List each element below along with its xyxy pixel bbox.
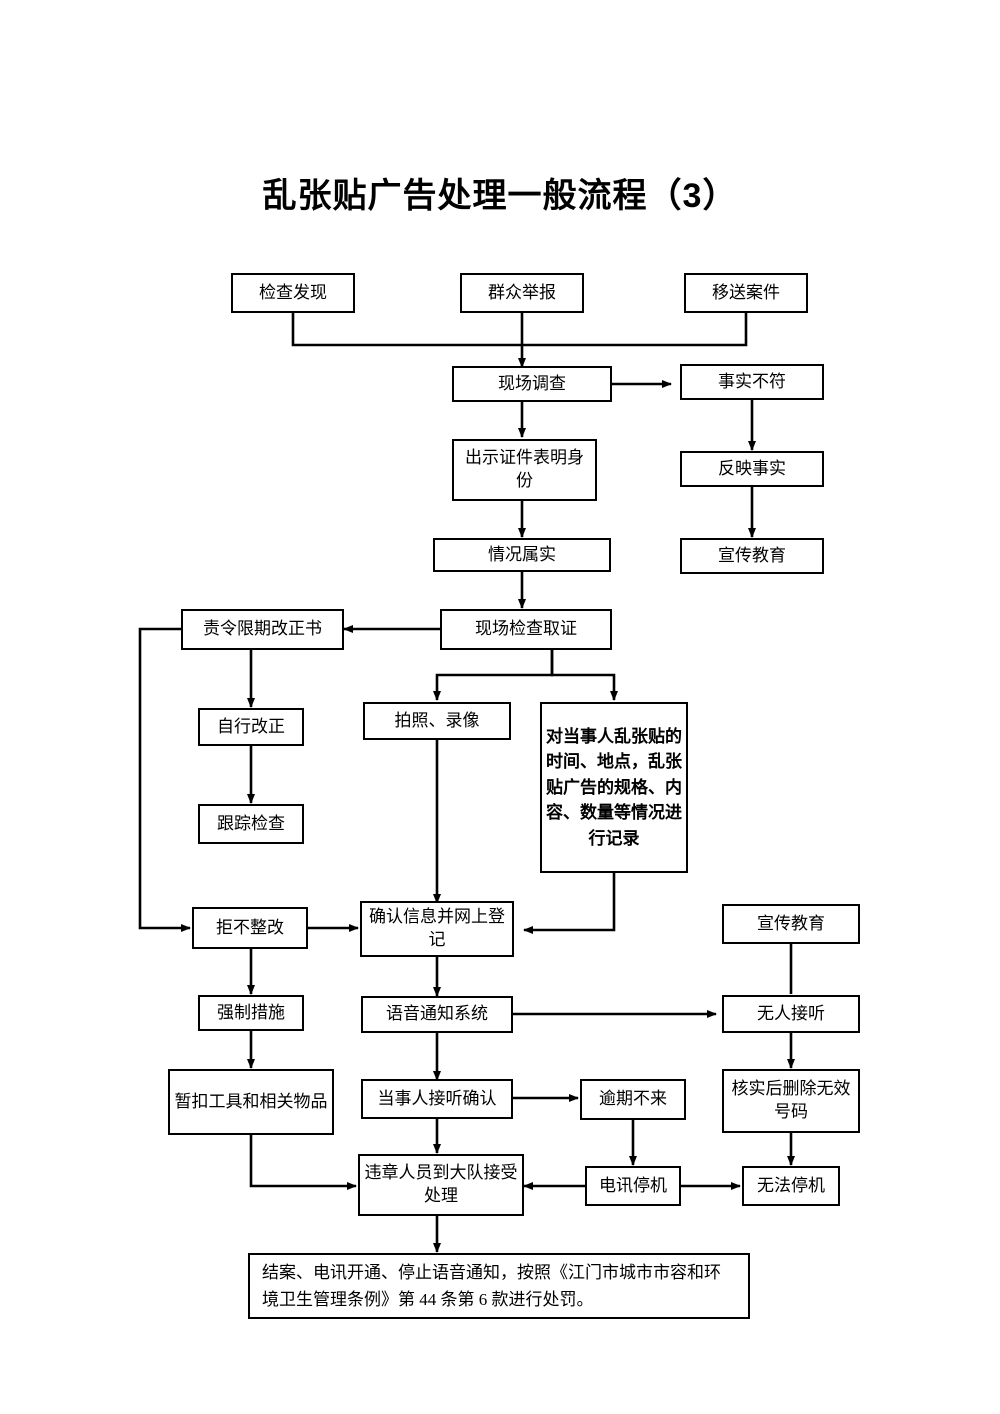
- node-show-credentials[interactable]: 出示证件表明身份: [452, 439, 597, 501]
- node-case-closed[interactable]: 结案、电讯开通、停止语音通知，按照《江门市城市市容和环境卫生管理条例》第 44 …: [248, 1253, 750, 1319]
- node-telecom-suspend[interactable]: 电讯停机: [585, 1166, 681, 1206]
- node-inspection-found[interactable]: 检查发现: [231, 273, 355, 313]
- node-follow-up-check[interactable]: 跟踪检查: [198, 804, 304, 844]
- node-site-investigation[interactable]: 现场调查: [452, 366, 612, 402]
- node-public-report[interactable]: 群众举报: [460, 273, 584, 313]
- node-refuse-correction[interactable]: 拒不整改: [192, 907, 308, 949]
- node-publicity-education-right[interactable]: 宣传教育: [722, 904, 860, 944]
- node-facts-not-match[interactable]: 事实不符: [680, 364, 824, 400]
- node-site-evidence[interactable]: 现场检查取证: [440, 609, 612, 650]
- node-self-correction[interactable]: 自行改正: [198, 708, 304, 746]
- node-publicity-education-top[interactable]: 宣传教育: [680, 538, 824, 574]
- node-overdue-absent[interactable]: 逾期不来: [580, 1079, 686, 1120]
- node-photo-video[interactable]: 拍照、录像: [363, 702, 511, 740]
- page-title: 乱张贴广告处理一般流程（3）: [262, 177, 738, 215]
- node-party-answered[interactable]: 当事人接听确认: [361, 1079, 513, 1119]
- node-cannot-suspend[interactable]: 无法停机: [742, 1166, 840, 1206]
- node-voice-notify-system[interactable]: 语音通知系统: [361, 996, 513, 1033]
- node-record-details[interactable]: 对当事人乱张贴的时间、地点，乱张贴广告的规格、内容、数量等情况进行记录: [540, 702, 688, 873]
- node-delete-invalid-number[interactable]: 核实后删除无效号码: [722, 1069, 860, 1133]
- node-case-transfer[interactable]: 移送案件: [684, 273, 808, 313]
- node-reflect-facts[interactable]: 反映事实: [680, 451, 824, 487]
- node-confirm-register[interactable]: 确认信息并网上登记: [360, 901, 514, 957]
- node-seize-tools[interactable]: 暂扣工具和相关物品: [168, 1069, 334, 1135]
- node-order-correction[interactable]: 责令限期改正书: [181, 609, 344, 650]
- node-no-answer[interactable]: 无人接听: [722, 995, 860, 1033]
- node-violator-to-brigade[interactable]: 违章人员到大队接受处理: [358, 1154, 524, 1216]
- node-compulsory-measures[interactable]: 强制措施: [198, 995, 304, 1031]
- node-situation-true[interactable]: 情况属实: [433, 538, 611, 572]
